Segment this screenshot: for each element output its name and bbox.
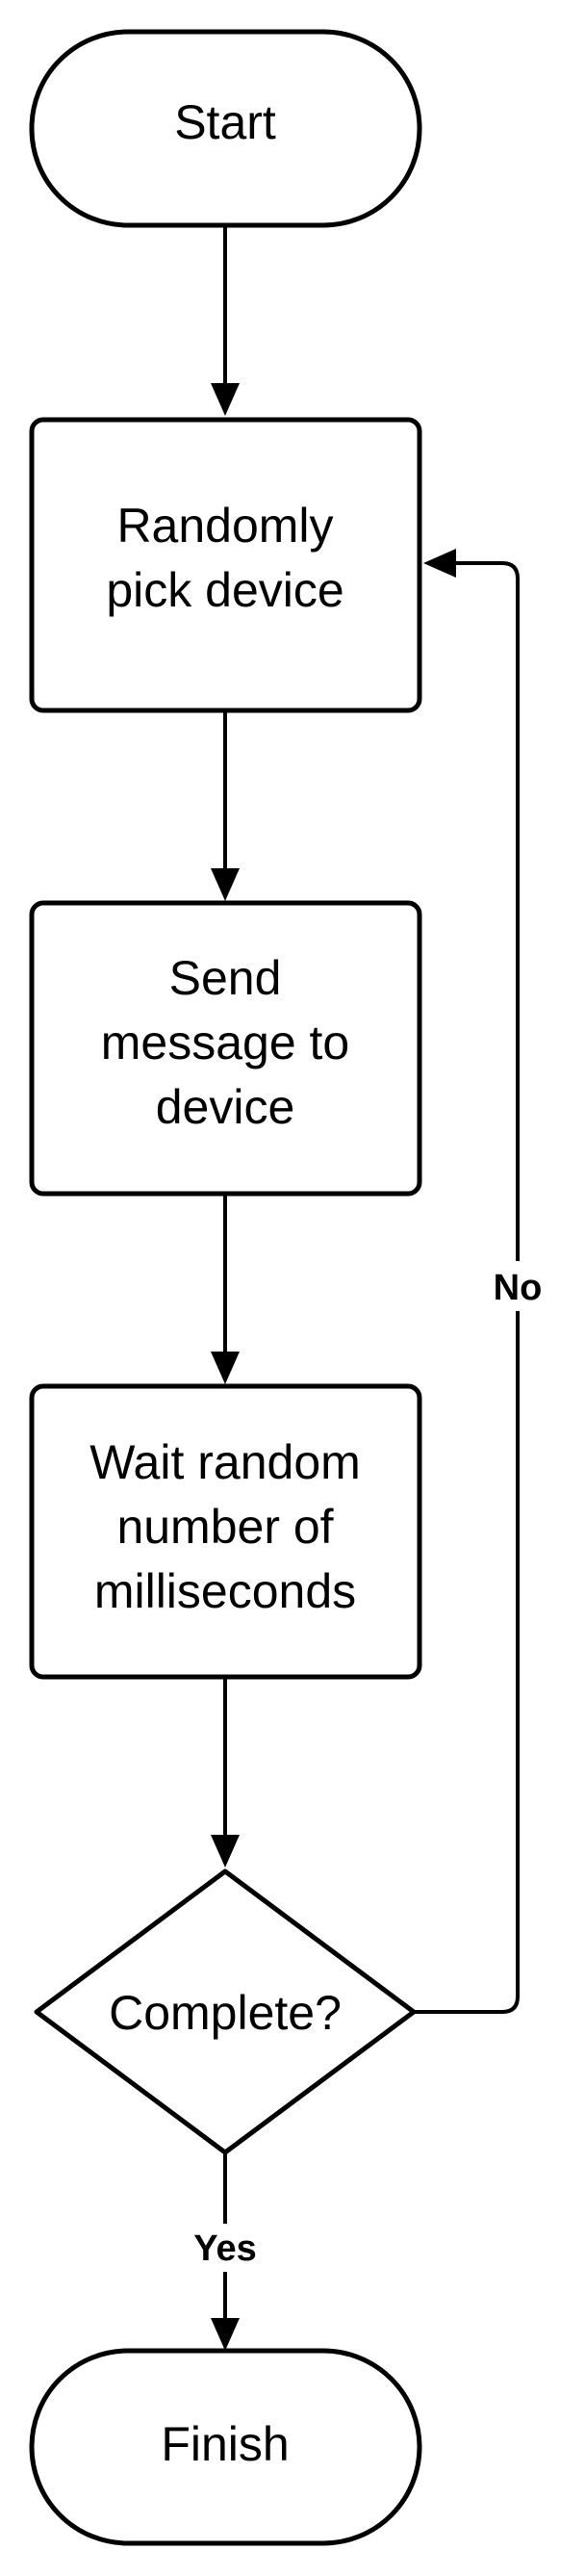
arrowhead-no-loop (423, 549, 456, 578)
send-message-line-1: Send (169, 951, 282, 1005)
send-message-line-3: device (156, 1080, 295, 1134)
arrowhead-wait-to-complete (211, 1835, 240, 1868)
finish-terminator (29, 2348, 422, 2546)
start-label: Start (174, 95, 276, 149)
arrowhead-complete-to-finish (211, 2318, 240, 2351)
send-message-process (29, 900, 422, 1197)
arrowhead-send-to-wait (211, 1352, 240, 1384)
wait-process (29, 1383, 422, 1680)
arrowhead-pick-to-send (211, 868, 240, 901)
pick-device-line-2: pick device (106, 563, 343, 617)
start-terminator (29, 29, 422, 228)
edge-label-no: No (494, 1268, 543, 1308)
wait-line-2: number of (116, 1500, 333, 1554)
wait-line-3: milliseconds (94, 1564, 356, 1618)
edge-label-yes: Yes (193, 2228, 257, 2269)
wait-line-1: Wait random (89, 1435, 361, 1489)
complete-label: Complete? (109, 1986, 342, 2040)
pick-device-line-1: Randomly (116, 499, 333, 553)
arrowhead-start-to-pick (211, 383, 240, 416)
send-message-line-2: message to (101, 1016, 349, 1069)
pick-device-process (29, 417, 422, 713)
finish-label: Finish (161, 2417, 289, 2471)
complete-decision (34, 1868, 417, 2155)
